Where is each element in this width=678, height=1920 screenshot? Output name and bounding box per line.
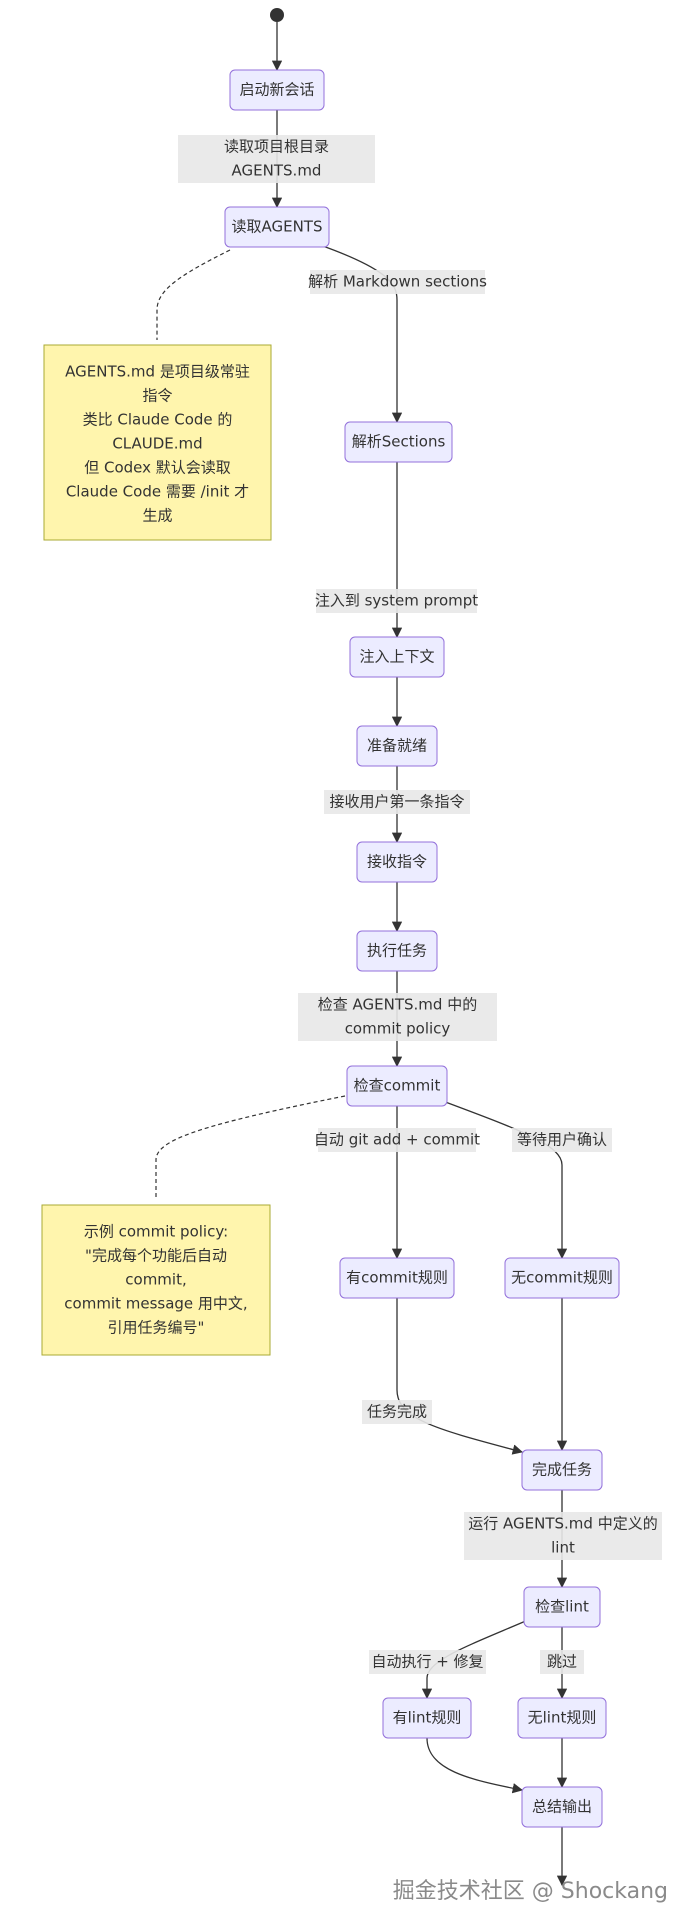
- node-receive-instruction[interactable]: 接收指令: [356, 841, 438, 883]
- node-complete-task[interactable]: 完成任务: [521, 1449, 603, 1491]
- edge-label-skip: 跳过: [540, 1650, 584, 1674]
- note-agents: AGENTS.md 是项目级常驻 指令 类比 Claude Code 的 CLA…: [43, 344, 272, 541]
- note-agents-line: Claude Code 需要 /init 才: [66, 483, 249, 501]
- note-connector-agents: [156, 249, 231, 340]
- edge-label-read-root-line2: AGENTS.md: [232, 162, 322, 180]
- start-state-dot: [270, 8, 284, 22]
- edge-label-auto-commit: 自动 git add + commit: [314, 1128, 480, 1152]
- node-no-commit-rule-label: 无commit规则: [511, 1269, 613, 1287]
- edge-label-receive-first: 接收用户第一条指令: [324, 790, 470, 814]
- node-summary-output[interactable]: 总结输出: [521, 1786, 603, 1828]
- node-check-lint-label: 检查lint: [535, 1598, 589, 1616]
- edge-label-auto-commit-text: 自动 git add + commit: [314, 1131, 480, 1149]
- edge-label-wait-confirm-text: 等待用户确认: [517, 1131, 607, 1149]
- edge-label-skip-text: 跳过: [547, 1653, 577, 1671]
- edge-label-read-root-line1: 读取项目根目录: [224, 138, 329, 156]
- node-receive-instruction-label: 接收指令: [367, 853, 427, 871]
- edge-label-parse-markdown: 解析 Markdown sections: [308, 270, 487, 294]
- note-agents-line: CLAUDE.md: [112, 435, 202, 453]
- note-commit-line: "完成每个功能后自动: [85, 1247, 227, 1265]
- edge-label-check-policy: 检查 AGENTS.md 中的 commit policy: [298, 993, 497, 1041]
- node-parse-sections[interactable]: 解析Sections: [344, 421, 453, 463]
- node-complete-task-label: 完成任务: [532, 1461, 592, 1479]
- edge-has-lint-to-summary: [426, 1737, 524, 1794]
- note-commit-line: commit,: [125, 1271, 186, 1289]
- edge-label-run-lint-line2: lint: [551, 1539, 575, 1557]
- node-has-commit-rule-label: 有commit规则: [346, 1269, 448, 1287]
- note-agents-line: 但 Codex 默认会读取: [84, 459, 231, 477]
- edge-label-task-done: 任务完成: [362, 1400, 432, 1424]
- node-ready-label: 准备就绪: [367, 737, 427, 755]
- node-no-lint-rule-label: 无lint规则: [528, 1709, 597, 1727]
- note-agents-line: 指令: [142, 387, 172, 405]
- edge-label-inject-system-prompt: 注入到 system prompt: [315, 589, 478, 613]
- note-agents-line: 生成: [142, 507, 172, 525]
- note-commit-line: commit message 用中文,: [64, 1295, 247, 1313]
- node-check-commit[interactable]: 检查commit: [346, 1065, 448, 1107]
- node-inject-context[interactable]: 注入上下文: [349, 636, 445, 678]
- node-no-lint-rule[interactable]: 无lint规则: [517, 1697, 607, 1739]
- edge-label-run-lint: 运行 AGENTS.md 中定义的 lint: [464, 1512, 662, 1560]
- node-inject-context-label: 注入上下文: [359, 648, 434, 666]
- note-commit-line: 示例 commit policy:: [84, 1223, 228, 1241]
- edge-has-rule-to-complete: [396, 1298, 524, 1455]
- node-has-lint-rule-label: 有lint规则: [393, 1709, 462, 1727]
- edge-label-receive-first-text: 接收用户第一条指令: [329, 793, 464, 811]
- node-has-commit-rule[interactable]: 有commit规则: [339, 1257, 455, 1299]
- note-agents-line: AGENTS.md 是项目级常驻: [65, 363, 250, 381]
- edge-label-task-done-text: 任务完成: [367, 1403, 427, 1421]
- edge-label-read-root: 读取项目根目录 AGENTS.md: [178, 135, 375, 183]
- node-execute-task[interactable]: 执行任务: [356, 930, 438, 972]
- node-has-lint-rule[interactable]: 有lint规则: [382, 1697, 472, 1739]
- node-no-commit-rule[interactable]: 无commit规则: [504, 1257, 620, 1299]
- node-start-new-session[interactable]: 启动新会话: [229, 69, 325, 111]
- edge-label-check-policy-line1: 检查 AGENTS.md 中的: [318, 996, 477, 1014]
- node-start-new-session-label: 启动新会话: [239, 81, 314, 99]
- edge-label-run-lint-line1: 运行 AGENTS.md 中定义的: [468, 1515, 657, 1533]
- note-agents-line: 类比 Claude Code 的: [83, 411, 233, 429]
- node-execute-task-label: 执行任务: [367, 942, 427, 960]
- node-parse-sections-label: 解析Sections: [352, 433, 446, 451]
- node-summary-output-label: 总结输出: [532, 1798, 592, 1816]
- edge-label-check-policy-line2: commit policy: [345, 1020, 451, 1038]
- watermark: 掘金技术社区 @ Shockang: [393, 1879, 668, 1904]
- edge-label-parse-markdown-text: 解析 Markdown sections: [308, 273, 487, 291]
- node-check-commit-label: 检查commit: [354, 1077, 441, 1095]
- node-check-lint[interactable]: 检查lint: [523, 1586, 601, 1628]
- node-read-agents-label: 读取AGENTS: [231, 218, 322, 236]
- edge-label-inject-system-prompt-text: 注入到 system prompt: [315, 592, 478, 610]
- node-ready[interactable]: 准备就绪: [356, 725, 438, 767]
- edge-label-wait-confirm: 等待用户确认: [512, 1128, 612, 1152]
- edge-label-auto-fix-text: 自动执行 + 修复: [371, 1653, 483, 1671]
- edge-commit-to-no-rule: [439, 1099, 568, 1260]
- node-read-agents[interactable]: 读取AGENTS: [224, 206, 330, 248]
- edge-label-auto-fix: 自动执行 + 修复: [369, 1650, 486, 1674]
- note-commit: 示例 commit policy: "完成每个功能后自动 commit, com…: [41, 1204, 271, 1356]
- note-commit-line: 引用任务编号": [108, 1319, 205, 1337]
